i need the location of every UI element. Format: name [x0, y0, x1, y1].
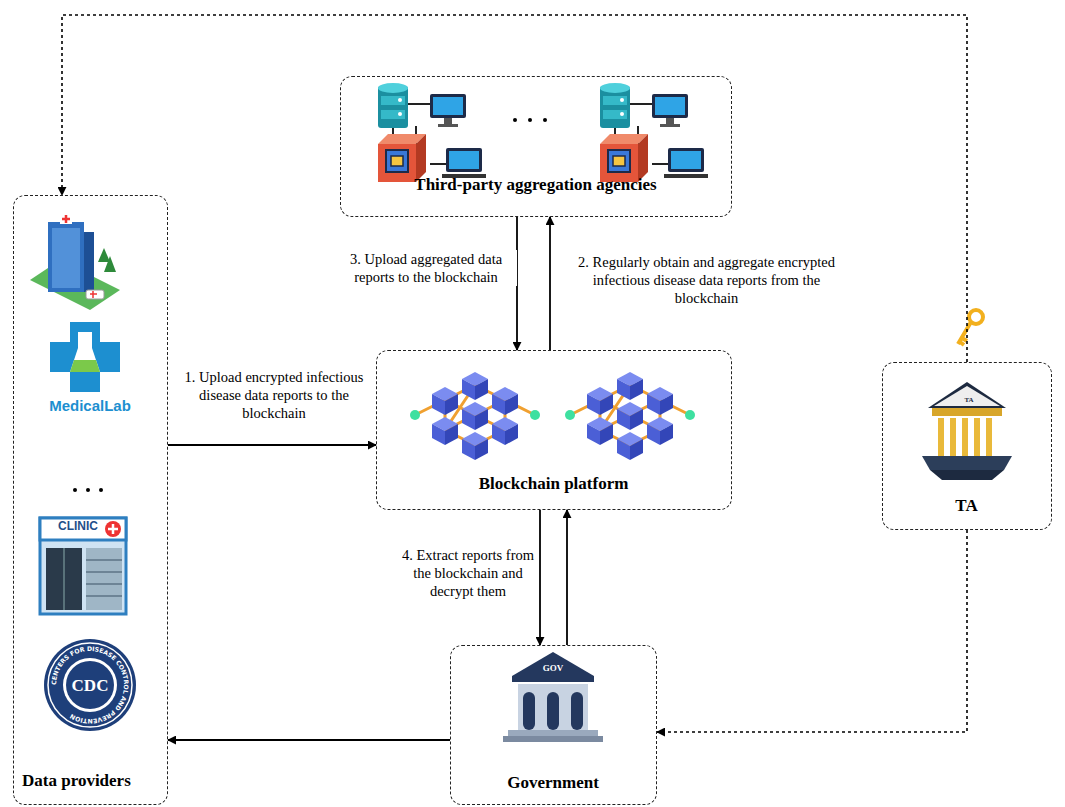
illustration-part — [512, 676, 594, 682]
ta-building-icon — [922, 382, 1012, 480]
illustration-part — [60, 214, 72, 224]
clinic-icon — [40, 518, 126, 614]
flow-arrow — [62, 15, 967, 362]
flow-arrow — [539, 510, 541, 645]
illustration-part — [958, 322, 971, 345]
ellipsis-dots — [513, 118, 547, 122]
icon-text: GOV — [543, 664, 564, 673]
illustration-part — [934, 386, 1000, 406]
illustration-part — [543, 118, 547, 122]
illustration-part — [50, 322, 120, 392]
illustration-part — [44, 639, 136, 731]
illustration-part — [86, 488, 90, 492]
illustration-part — [99, 488, 103, 492]
illustration-part — [932, 408, 1002, 416]
illustration-part — [512, 652, 594, 676]
agency-icon — [600, 83, 708, 182]
illustration-part — [105, 521, 121, 537]
icon-text: CDC — [72, 677, 109, 694]
icon-text: MedicalLab — [49, 398, 131, 413]
illustration-part — [938, 418, 992, 456]
illustration-part — [974, 418, 980, 456]
illustration-part — [40, 518, 126, 540]
illustration-part — [48, 643, 132, 727]
group-heading: Government — [507, 773, 599, 793]
illustration-part — [86, 548, 122, 610]
illustration-part — [66, 661, 114, 709]
hospital-icon — [30, 214, 120, 310]
illustration-part — [571, 692, 583, 730]
blockchain-icon — [410, 372, 540, 460]
illustration-part — [104, 256, 116, 272]
medical-lab-icon — [50, 322, 120, 392]
illustration-part — [986, 418, 992, 456]
illustration-part — [962, 418, 968, 456]
illustration-part — [70, 332, 100, 372]
blockchain-icon — [565, 372, 695, 460]
key-icon — [958, 310, 983, 345]
flow-arrow — [657, 530, 967, 732]
illustration-part — [70, 360, 100, 372]
illustration-part — [503, 736, 603, 742]
flow-arrow — [566, 510, 568, 645]
illustration-part — [63, 658, 117, 712]
illustration-part — [938, 418, 944, 456]
edge-label: 1. Upload encrypted infectious disease d… — [172, 368, 376, 422]
illustration-part — [930, 470, 1004, 480]
seal-ring-text: CENTERS FOR DISEASE CONTROL AND PREVENTI… — [50, 645, 130, 725]
flow-arrow — [549, 217, 551, 350]
ellipsis-dots — [73, 488, 103, 492]
illustration-part — [513, 118, 517, 122]
illustration-part — [62, 215, 70, 223]
dashed-group-box: Third-party aggregation agencies — [340, 76, 732, 217]
flow-arrow — [168, 444, 376, 446]
illustration-part — [48, 222, 84, 292]
edge-label: 4. Extract reports from the blockchain a… — [398, 546, 538, 600]
illustration-part — [90, 291, 97, 298]
dashed-group-box: Data providers — [13, 195, 168, 805]
illustration-part — [547, 692, 559, 730]
illustration-part — [528, 118, 532, 122]
agency-icon — [378, 83, 486, 182]
illustration-part — [84, 232, 94, 292]
illustration-part — [508, 730, 598, 736]
illustration-part — [950, 418, 956, 456]
illustration-part — [86, 290, 104, 299]
illustration-part — [523, 692, 535, 730]
illustration-part — [52, 228, 80, 288]
cdc-seal: CENTERS FOR DISEASE CONTROL AND PREVENTI… — [44, 639, 136, 731]
illustration-part: CENTERS FOR DISEASE CONTROL AND PREVENTI… — [50, 645, 130, 725]
group-heading: Data providers — [22, 771, 131, 791]
illustration-part — [73, 488, 77, 492]
group-heading: TA — [955, 496, 977, 516]
icon-text: CLINIC — [58, 520, 98, 532]
illustration-part — [64, 548, 65, 610]
illustration-part — [518, 684, 588, 730]
illustration-part — [108, 524, 118, 534]
icon-text: TA — [964, 397, 973, 404]
flow-arrow — [168, 739, 450, 741]
illustration-part — [922, 456, 1012, 470]
illustration-part — [928, 382, 1006, 408]
illustration-part — [86, 560, 122, 596]
dashed-group-box: Blockchain platform — [376, 350, 732, 510]
illustration-part — [46, 548, 82, 610]
group-heading: Blockchain platform — [479, 474, 629, 494]
group-heading: Third-party aggregation agencies — [414, 175, 656, 195]
illustration-part — [98, 248, 110, 262]
dashed-group-box: TA — [882, 362, 1052, 530]
illustration-part — [40, 518, 126, 614]
edge-label: 2. Regularly obtain and aggregate encryp… — [572, 253, 841, 307]
government-icon — [503, 652, 603, 742]
illustration-part — [969, 310, 983, 324]
edge-label: 3. Upload aggregated data reports to the… — [335, 250, 517, 286]
